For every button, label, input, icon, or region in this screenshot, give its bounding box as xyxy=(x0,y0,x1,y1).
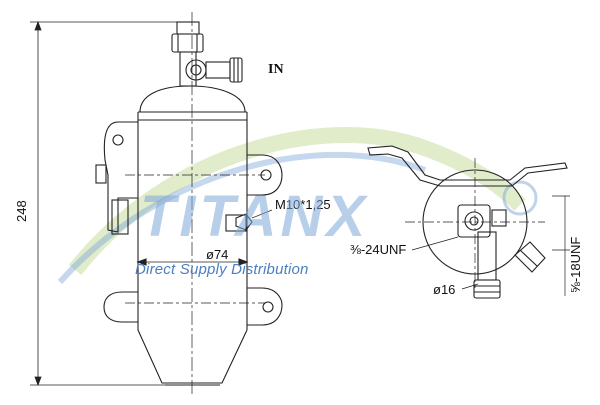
watermark-tagline: Direct Supply Distribution xyxy=(135,261,309,278)
canister-bottom xyxy=(137,329,248,384)
watermark-blue-swoosh xyxy=(57,151,427,284)
inlet-fitting xyxy=(205,61,231,79)
right-upper-lug xyxy=(247,154,283,196)
side-port xyxy=(225,214,247,232)
cap-nut xyxy=(176,21,200,35)
pipe-diameter-label: ø16 xyxy=(433,282,456,297)
inlet-label: IN xyxy=(268,62,284,77)
left-bracket xyxy=(103,121,138,233)
side-port-thread-label: M10*1,25 xyxy=(275,197,331,212)
watermark-globe-icon xyxy=(502,180,538,216)
outlet-thread-label: ⅝-18UNF xyxy=(568,236,583,293)
inlet-port-inner xyxy=(190,64,202,76)
height-dimension-label: 248 xyxy=(14,200,29,222)
top-view-side-port xyxy=(514,241,546,273)
top-view-valve xyxy=(457,204,491,238)
top-view xyxy=(367,145,570,299)
left-lower-lug xyxy=(103,291,138,323)
inlet-thread-label: ⅜-24UNF xyxy=(350,242,407,257)
right-lower-lug xyxy=(247,287,283,326)
valve-neck xyxy=(179,51,197,87)
watermark-graphics xyxy=(57,127,538,284)
diameter-dimension-label: ø74 xyxy=(206,247,229,262)
inlet-nut xyxy=(229,57,243,83)
watermark-brand: TITANX xyxy=(140,184,370,249)
canister-dome xyxy=(139,85,246,113)
watermark-green-swoosh xyxy=(68,127,526,275)
valve-block-top xyxy=(171,33,204,53)
top-view-bracket xyxy=(367,145,568,187)
receiver-drier-body xyxy=(95,12,283,395)
